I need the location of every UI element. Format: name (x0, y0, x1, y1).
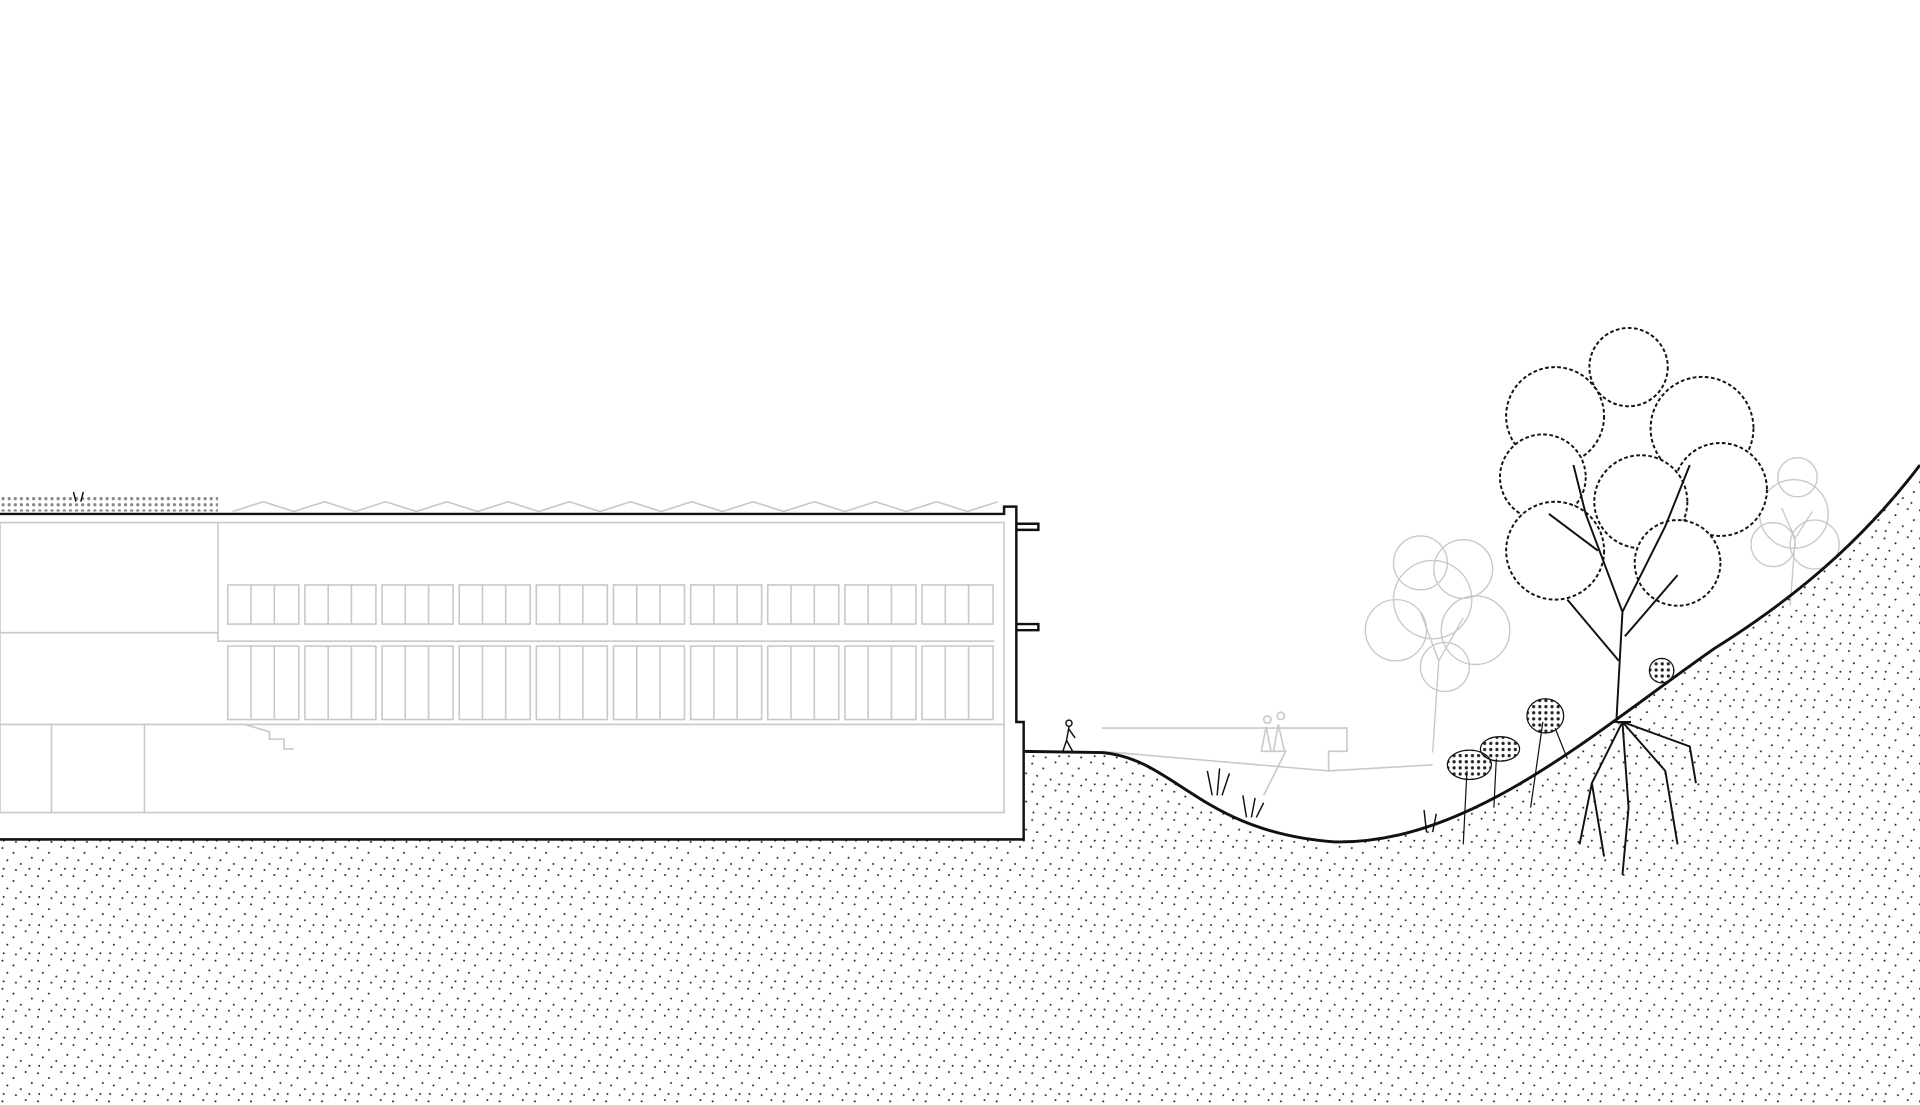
main-tree (1499, 326, 1768, 876)
window-bay (458, 584, 531, 625)
people-silhouettes (1260, 711, 1286, 752)
person-figure (1062, 719, 1076, 752)
window-bay (766, 645, 840, 721)
window-bay (381, 645, 454, 721)
shrubs (1446, 657, 1675, 845)
building-section (0, 505, 1040, 841)
roof-zigzag (232, 500, 999, 513)
window-bay (535, 645, 609, 721)
window-bay (689, 645, 763, 721)
window-bay (304, 645, 377, 721)
window-bay (844, 584, 917, 625)
background-layer (0, 456, 1840, 814)
window-bay (458, 645, 531, 721)
building-interior (0, 521, 1005, 814)
bridge (1101, 727, 1433, 796)
grasses (72, 491, 1438, 833)
window-bay (612, 645, 686, 721)
ground-stipple (0, 465, 1920, 1105)
window-bay (226, 584, 300, 625)
window-bay (921, 584, 994, 625)
window-bay (689, 584, 763, 625)
window-bay (612, 584, 686, 625)
balcony-lower (1016, 622, 1040, 632)
window-bay (226, 645, 300, 721)
background-tree-right (1750, 456, 1840, 606)
window-bay (766, 584, 840, 625)
background-tree-left (1364, 535, 1511, 753)
window-bay (844, 645, 917, 721)
window-bays-lower (226, 645, 994, 721)
upper-floor-slab (0, 631, 995, 643)
balcony-upper (1016, 522, 1040, 532)
window-bay (304, 584, 377, 625)
stair (244, 723, 294, 750)
window-bay (381, 584, 454, 625)
window-bays-upper (226, 584, 994, 625)
window-bay (921, 645, 994, 721)
window-bay (535, 584, 609, 625)
roof-vegetation (0, 496, 218, 512)
terrain-line (1023, 464, 1920, 844)
